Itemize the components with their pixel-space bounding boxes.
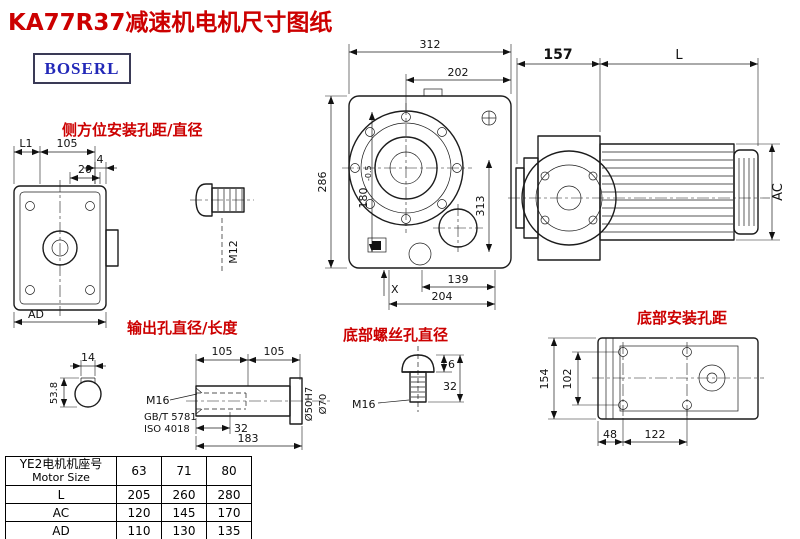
label-output-hole: 输出孔直径/长度 — [127, 319, 238, 337]
value-ac-71: 145 — [161, 503, 207, 522]
dim-key-14: 14 — [81, 351, 95, 364]
dim-312: 312 — [420, 38, 441, 51]
value-ac-63: 120 — [116, 503, 162, 522]
dim-l1: L1 — [19, 137, 32, 150]
label-bottom-mount: 底部安装孔距 — [637, 309, 728, 327]
dim-key-53-8: 53.8 — [49, 382, 60, 404]
dim-105b: 105 — [264, 345, 285, 358]
output-shaft-detail: 105 105 M16 GB/T 5781 ISO 4018 32 183 Ø5… — [49, 345, 330, 450]
dim-flange-dia: Ø70 — [317, 394, 329, 415]
dim-286: 286 — [316, 172, 329, 193]
drain-plug-mark — [372, 241, 381, 250]
dim-48: 48 — [603, 428, 617, 441]
motor-size-80: 80 — [206, 456, 252, 486]
value-ad-80: 135 — [206, 521, 252, 539]
dim-157: 157 — [543, 47, 572, 63]
gearbox-front-view: 312 202 286 180 -0.5 313 X 139 — [316, 38, 512, 310]
dim-bore-dia: Ø50H7 — [303, 387, 315, 421]
dim-102: 102 — [561, 369, 574, 390]
table-header-en: Motor Size — [32, 471, 90, 484]
table-row: L 205 260 280 — [5, 485, 252, 504]
dim-139: 139 — [448, 273, 469, 286]
dim-183: 183 — [238, 432, 259, 445]
gearbox-left-view: L1 105 4 AD — [13, 137, 119, 328]
motor-dimension-table: YE2电机机座号 Motor Size 63 71 80 L 205 260 2… — [5, 456, 252, 539]
dim-105a: 105 — [212, 345, 233, 358]
table-header-cell: YE2电机机座号 Motor Size — [5, 456, 117, 486]
dim-6: 6 — [448, 358, 455, 371]
dim-202: 202 — [448, 66, 469, 79]
dim-ad: AD — [28, 308, 44, 321]
row-label-ad: AD — [5, 521, 117, 539]
label-m16-bolt: M16 — [352, 398, 376, 411]
row-label-ac: AC — [5, 503, 117, 522]
value-l-71: 260 — [161, 485, 207, 504]
dim-180-tol: -0.5 — [364, 165, 373, 181]
dim-32-bore: 32 — [234, 422, 248, 435]
dim-ac: AC — [771, 183, 786, 201]
label-m16-output: M16 — [146, 394, 170, 407]
value-l-63: 205 — [116, 485, 162, 504]
value-ad-71: 130 — [161, 521, 207, 539]
table-header-cn: YE2电机机座号 — [19, 457, 103, 471]
bottom-screw-detail: 6 32 M16 — [352, 346, 464, 412]
dim-motor-l: L — [675, 48, 683, 63]
dim-180: 180 — [357, 188, 370, 209]
dim-105-left: 105 — [57, 137, 78, 150]
dim-122: 122 — [645, 428, 666, 441]
dim-x: X — [391, 283, 399, 296]
motor-size-63: 63 — [116, 456, 162, 486]
row-label-l: L — [5, 485, 117, 504]
motor-side-view: 157 L AC — [508, 47, 786, 261]
dim-m12: M12 — [227, 240, 240, 264]
table-row: AD 110 130 135 — [5, 521, 252, 539]
label-iso-standard: ISO 4018 — [144, 424, 190, 435]
label-bottom-screw: 底部螺丝孔直径 — [343, 326, 449, 344]
motor-size-71: 71 — [161, 456, 207, 486]
side-mount-bolt-detail: 20 M12 — [69, 163, 254, 272]
table-row: YE2电机机座号 Motor Size 63 71 80 — [5, 456, 252, 486]
value-ac-80: 170 — [206, 503, 252, 522]
value-ad-63: 110 — [116, 521, 162, 539]
value-l-80: 280 — [206, 485, 252, 504]
dim-20: 20 — [78, 163, 92, 176]
dim-204: 204 — [432, 290, 453, 303]
page-title: KA77R37减速机电机尺寸图纸 — [8, 10, 333, 36]
dim-32-bolt: 32 — [443, 380, 457, 393]
dim-313: 313 — [474, 196, 487, 217]
bottom-mount-view: 154 102 48 122 — [538, 337, 764, 446]
label-gb-standard: GB/T 5781 — [144, 412, 197, 423]
brand-logo: BOSERL — [33, 53, 131, 84]
dim-154: 154 — [538, 369, 551, 390]
label-side-mount-holes: 侧方位安装孔距/直径 — [62, 121, 203, 139]
table-row: AC 120 145 170 — [5, 503, 252, 522]
dim-4: 4 — [97, 153, 104, 166]
